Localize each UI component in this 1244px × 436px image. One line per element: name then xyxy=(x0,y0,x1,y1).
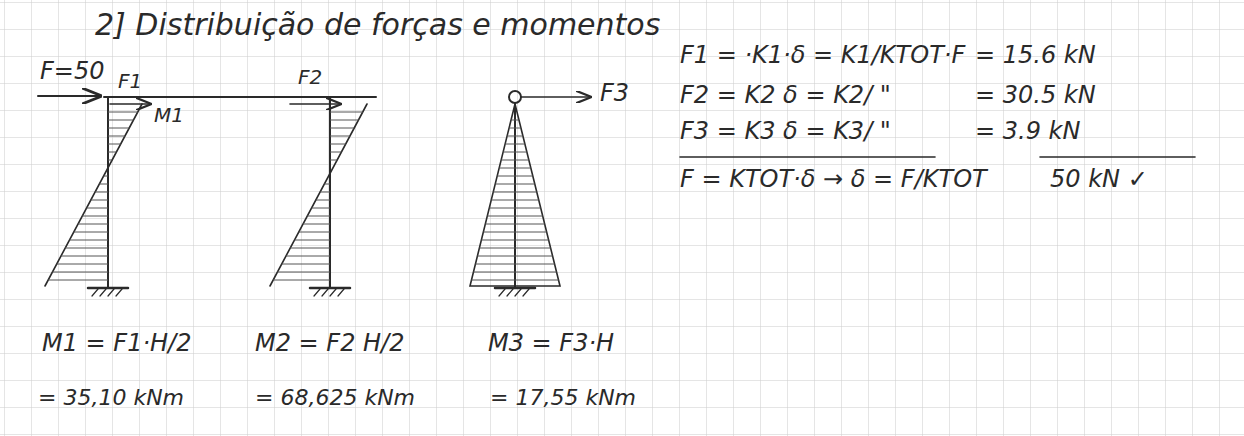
hatch-line xyxy=(324,184,330,185)
force-label: F=50 xyxy=(40,58,104,86)
hatch-line xyxy=(485,224,544,225)
force-label: F3 xyxy=(600,80,629,108)
hatch-line xyxy=(501,160,529,161)
hatch-line xyxy=(312,208,330,209)
force-label: F1 xyxy=(118,70,142,93)
hatch-line xyxy=(505,144,525,145)
hatch-line xyxy=(330,160,337,161)
hatch-line xyxy=(316,200,330,201)
sheet-title: 2] Distribuição de forças e momentos xyxy=(95,8,660,43)
hatch-line xyxy=(479,248,550,249)
equation-result: = 15.6 kN xyxy=(975,42,1096,70)
hatch-line xyxy=(95,192,108,193)
hatch-line xyxy=(471,280,558,281)
hatch-line xyxy=(330,120,358,121)
hatch-line xyxy=(57,264,108,265)
hatch-line xyxy=(295,240,330,241)
hatch-line xyxy=(87,208,108,209)
moment-formula: M2 = F2 H/2 xyxy=(255,330,404,358)
hatch-line xyxy=(108,152,116,153)
moment-hatch xyxy=(48,112,558,280)
hatch-line xyxy=(303,224,330,225)
hatch-line xyxy=(503,152,527,153)
hatch-line xyxy=(511,120,519,121)
hatch-line xyxy=(108,144,121,145)
hatch-line xyxy=(507,136,523,137)
hatch-line xyxy=(491,200,538,201)
equation-result: = 3.9 kN xyxy=(975,118,1080,146)
equation-result: = 30.5 kN xyxy=(975,82,1096,110)
equation: F1 = ·K1·δ = K1/KTOT·F xyxy=(680,42,965,70)
hatch-line xyxy=(477,256,552,257)
hatch-line xyxy=(91,200,108,201)
hatch-line xyxy=(320,192,330,193)
force-arrow xyxy=(38,95,100,97)
hatch-line xyxy=(483,232,546,233)
sum-rule xyxy=(1040,156,1195,158)
hatch-line xyxy=(487,216,542,217)
hatch-line xyxy=(475,264,554,265)
support-hatch xyxy=(92,289,529,296)
hatch-line xyxy=(78,224,108,225)
hatch-line xyxy=(499,168,531,169)
moment-diagram xyxy=(45,104,142,286)
hatch-line xyxy=(330,128,354,129)
sum-rule xyxy=(680,156,935,158)
equation-result: 50 kN ✓ xyxy=(1050,166,1148,194)
hatch-line xyxy=(299,232,330,233)
hatch-line xyxy=(330,112,363,113)
moment-formula: M1 = F1·H/2 xyxy=(42,330,191,358)
hatch-line xyxy=(52,272,108,273)
hatch-line xyxy=(497,176,533,177)
moment-value: = 68,625 kNm xyxy=(255,385,415,410)
moment-diagram xyxy=(270,104,367,286)
hatch-line xyxy=(481,240,548,241)
hatch-line xyxy=(509,128,521,129)
hatch-line xyxy=(277,272,330,273)
hatch-line xyxy=(104,176,108,177)
force-arrow xyxy=(290,103,340,105)
moment-label: M1 xyxy=(154,104,184,127)
hatch-line xyxy=(330,152,341,153)
hatch-line xyxy=(286,256,330,257)
hatch-line xyxy=(495,184,535,185)
hatch-line xyxy=(273,280,330,281)
hatch-line xyxy=(48,280,108,281)
hatch-line xyxy=(473,272,556,273)
hatch-line xyxy=(307,216,330,217)
hatch-line xyxy=(290,248,330,249)
hatch-line xyxy=(489,208,540,209)
hatch-line xyxy=(108,120,133,121)
force-label: F2 xyxy=(298,66,322,89)
force-arrow xyxy=(521,96,590,98)
hatch-line xyxy=(99,184,108,185)
equation: F3 = K3 δ = K3/ " xyxy=(680,118,891,146)
hatch-line xyxy=(70,240,108,241)
equation: F2 = K2 δ = K2/ " xyxy=(680,82,891,110)
hatch-line xyxy=(330,136,350,137)
moment-diagram xyxy=(470,104,560,286)
hatch-line xyxy=(108,112,138,113)
moment-value: = 17,55 kNm xyxy=(490,385,636,410)
force-arrow xyxy=(110,103,150,105)
beam xyxy=(104,96,376,98)
pin-joint xyxy=(509,91,521,103)
hatch-line xyxy=(82,216,108,217)
hatch-line xyxy=(65,248,108,249)
moment-value: = 35,10 kNm xyxy=(38,385,184,410)
equation: F = KTOT·δ → δ = F/KTOT xyxy=(680,166,987,194)
hatch-line xyxy=(330,144,346,145)
hatch-line xyxy=(493,192,537,193)
hatch-line xyxy=(108,136,125,137)
moment-formula: M3 = F3·H xyxy=(488,330,614,358)
hatch-line xyxy=(108,160,112,161)
hatch-line xyxy=(282,264,330,265)
hatch-line xyxy=(61,256,108,257)
hatch-line xyxy=(108,128,129,129)
hatch-line xyxy=(74,232,108,233)
column xyxy=(514,103,516,287)
